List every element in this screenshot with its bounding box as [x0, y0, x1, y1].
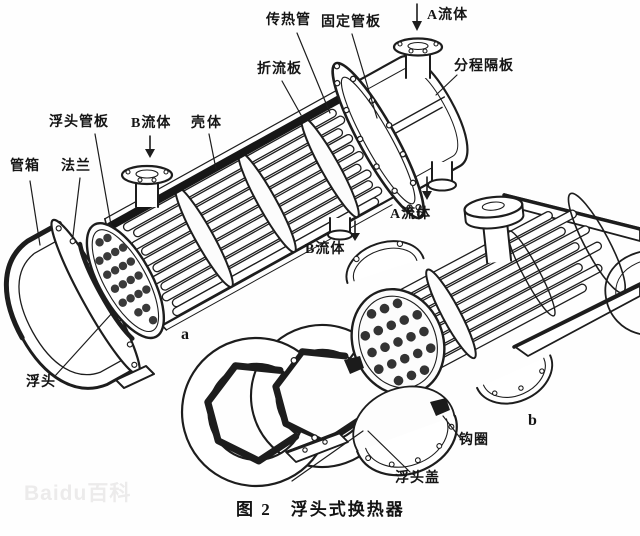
leader-lines-b	[291, 415, 462, 482]
label-fixed-tubesheet: 固定管板	[321, 15, 381, 30]
floating-tubesheet-disc	[77, 222, 166, 341]
floating-head-edge	[77, 241, 135, 341]
figure-caption: 图 2 浮头式换热器	[236, 500, 405, 519]
label-fluid-a-inlet: A流体	[427, 8, 469, 23]
label-baffle: 折流板	[257, 62, 302, 77]
tubesheet-disc-b	[350, 287, 446, 397]
baidu-watermark: Baidu百科	[24, 482, 132, 505]
bracket-bar	[285, 431, 349, 463]
backing-ring-upper	[345, 240, 425, 284]
label-fluid-b-inlet: B流体	[131, 116, 172, 131]
flow-arrows	[145, 3, 432, 241]
nozzle-b-inlet	[120, 164, 174, 208]
label-floating-tubesheet: 浮头管板	[49, 115, 109, 130]
shell-cut-edge	[107, 92, 348, 231]
leader-lines-a	[29, 32, 458, 377]
shell-end-curve	[604, 251, 640, 335]
nozzle-a-outlet	[427, 161, 457, 192]
label-fluid-a-outlet: A流体	[390, 207, 432, 222]
floating-head-cover-part	[352, 385, 458, 477]
label-pass-partition: 分程隔板	[454, 59, 514, 74]
label-channel-box: 管箱	[10, 159, 40, 174]
exploded-view-b	[180, 192, 640, 488]
label-floating-head-cover: 浮头盖	[395, 471, 440, 486]
channel-box-bonnet	[3, 220, 141, 390]
tube-bundle	[122, 108, 383, 317]
sublabel-view-a: a	[181, 326, 189, 343]
label-hook-ring: 钩圈	[459, 433, 489, 448]
fixed-tubesheet-flange	[331, 61, 425, 220]
label-flange: 法兰	[61, 159, 91, 174]
label-fluid-b-outlet: B流体	[305, 242, 346, 257]
saddle-support	[115, 365, 155, 389]
label-heat-transfer-tube: 传热管	[266, 13, 311, 28]
hook-ring-end-1	[344, 356, 364, 374]
exchanger-assembly-a	[3, 3, 469, 390]
label-floating-head: 浮头	[26, 375, 56, 390]
sublabel-view-b: b	[528, 412, 537, 429]
nozzle-a-inlet	[392, 37, 444, 79]
hook-ring-half-front	[180, 336, 326, 488]
flange-arc-lower	[476, 354, 554, 405]
nozzle-b-outlet	[327, 217, 353, 241]
bundle-nozzle	[463, 195, 525, 265]
hook-ring-end-2	[430, 398, 450, 416]
label-shell: 壳体	[191, 116, 223, 131]
